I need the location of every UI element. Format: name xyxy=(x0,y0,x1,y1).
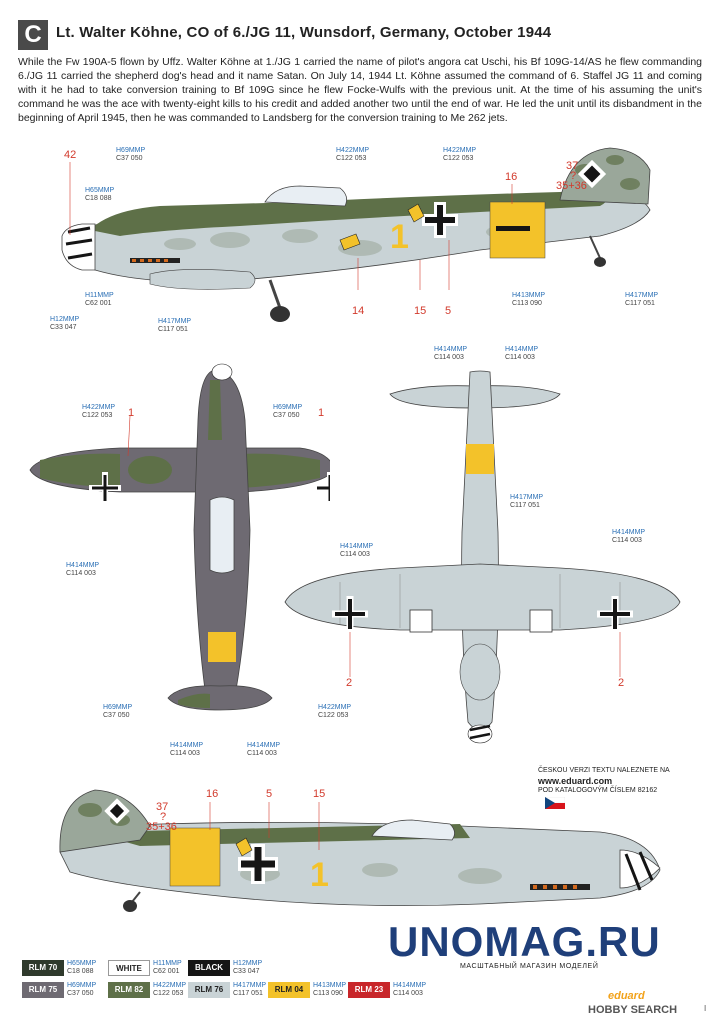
callout-question-right: ? xyxy=(160,811,167,823)
fuselage-code-side: 1 xyxy=(390,218,409,256)
eduard-url: www.eduard.com xyxy=(538,776,613,786)
callout-14: 14 xyxy=(352,305,365,317)
page-header: C Lt. Walter Köhne, CO of 6./JG 11, Wuns… xyxy=(0,10,717,50)
callout-42: 42 xyxy=(64,149,77,161)
side-view-left-profile: 1 xyxy=(61,147,651,322)
callout-16-right: 16 xyxy=(206,788,219,800)
unomag-watermark: UNOMAG.RU xyxy=(388,918,661,965)
bottom-view-plan xyxy=(284,370,681,744)
callout-3536-right: 35+36 xyxy=(146,821,177,833)
callout-16-side: 16 xyxy=(505,171,518,183)
callout-37-side: 37 xyxy=(566,160,579,172)
scheme-title: Lt. Walter Köhne, CO of 6./JG 11, Wunsdo… xyxy=(56,24,552,41)
czech-note-line1: ČESKOU VERZI TEXTU NALEZNETE NA xyxy=(538,767,670,774)
callout-5-right: 5 xyxy=(266,788,273,800)
callout-3536-side: 35+36 xyxy=(556,180,587,192)
callout-1-top-left: 1 xyxy=(128,407,135,419)
czech-note-line3: POD KATALOGOVÝM ČÍSLEM 82162 xyxy=(538,787,658,794)
callout-question-side: ? xyxy=(570,170,577,182)
unomag-watermark-subtitle: МАСШТАБНЫЙ МАГАЗИН МОДЕЛЕЙ xyxy=(460,963,599,970)
callout-5-side: 5 xyxy=(445,305,452,317)
czech-flag-icon xyxy=(545,797,565,809)
callout-15-right: 15 xyxy=(313,788,326,800)
callout-37-right: 37 xyxy=(156,801,169,813)
page-edge-mark: I xyxy=(704,1004,707,1013)
top-view-plan xyxy=(29,363,330,711)
hobby-search-logo: HOBBY SEARCH xyxy=(588,1004,678,1016)
callout-1-top-right: 1 xyxy=(318,407,325,419)
fuselage-code-right: 1 xyxy=(310,856,329,894)
callout-15-side: 15 xyxy=(414,305,427,317)
callout-2-bottom-left: 2 xyxy=(346,677,353,689)
scheme-description: While the Fw 190A-5 flown by Uffz. Walte… xyxy=(18,56,702,124)
eduard-logo: eduard xyxy=(608,990,645,1002)
scheme-letter-badge: C xyxy=(18,20,48,50)
czech-version-note: ČESKOU VERZI TEXTU NALEZNETE NA www.edua… xyxy=(538,766,698,796)
side-view-right-profile: 1 xyxy=(59,789,661,912)
callout-2-bottom-right: 2 xyxy=(618,677,625,689)
